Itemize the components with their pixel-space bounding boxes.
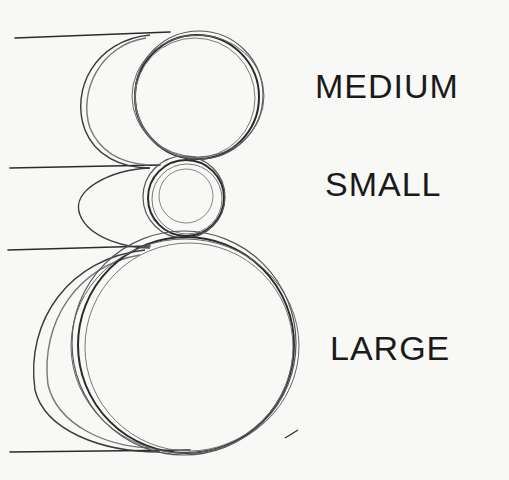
size-label: MEDIUM: [315, 68, 459, 105]
size-label: SMALL: [325, 166, 442, 203]
guide-lines: [8, 32, 190, 452]
shadow-curves: [34, 35, 160, 452]
size-label: LARGE: [330, 330, 450, 367]
small-circle: [143, 156, 225, 238]
medium-circle: [132, 31, 264, 159]
large-circle: [71, 231, 299, 455]
